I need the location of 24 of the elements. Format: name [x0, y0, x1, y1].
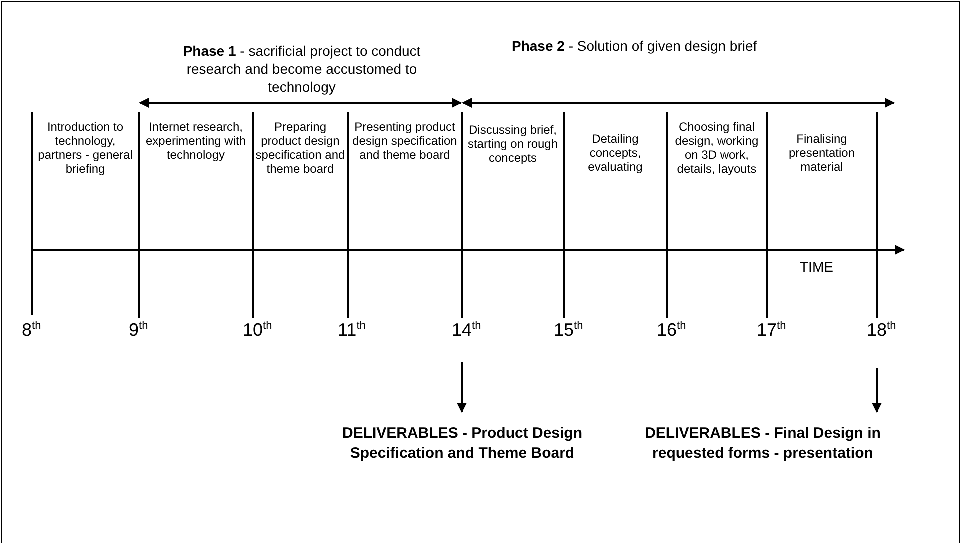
- axis-label: TIME: [800, 260, 834, 274]
- step-description: Internet research, experimenting with technology: [144, 120, 248, 162]
- date-label: 9$^{th}$: [129, 319, 148, 340]
- step-description: Finalising presentation material: [788, 132, 856, 174]
- step-description: Choosing final design, working on 3D work, details, layouts: [674, 120, 760, 176]
- phase-heading: Phase 2 - Solution of given design brief: [512, 37, 758, 55]
- deliverables-text: DELIVERABLES - Final Design in requested forms - presentation: [628, 424, 898, 464]
- date-label: 18$^{th}$: [867, 319, 896, 340]
- arrow: [457, 362, 467, 413]
- deliverables-text: DELIVERABLES - Product Design Specification and Theme Board: [330, 424, 595, 464]
- date-label: 14$^{th}$: [452, 319, 482, 340]
- date-label: 8$^{th}$: [22, 319, 42, 340]
- date-label: 15$^{th}$: [554, 319, 584, 340]
- step-description: Discussing brief, starting on rough concepts: [466, 123, 560, 165]
- step-description: Preparing product design specification and theme board: [255, 120, 346, 176]
- step-description: Detailing concepts, evaluating: [587, 132, 644, 174]
- arrow: [872, 368, 882, 413]
- date-label: 16$^{th}$: [657, 319, 686, 340]
- date-label: 10$^{th}$: [243, 319, 272, 340]
- date-label: 17$^{th}$: [757, 319, 786, 340]
- step-description: Introduction to technology, partners - general briefing: [37, 120, 134, 176]
- date-label: 11$^{th}$: [338, 319, 366, 340]
- step-description: Presenting product design specification and theme board: [352, 120, 458, 162]
- phase-heading: Phase 1 - sacrificial project to conduct research and become accustomed to technology: [182, 42, 422, 96]
